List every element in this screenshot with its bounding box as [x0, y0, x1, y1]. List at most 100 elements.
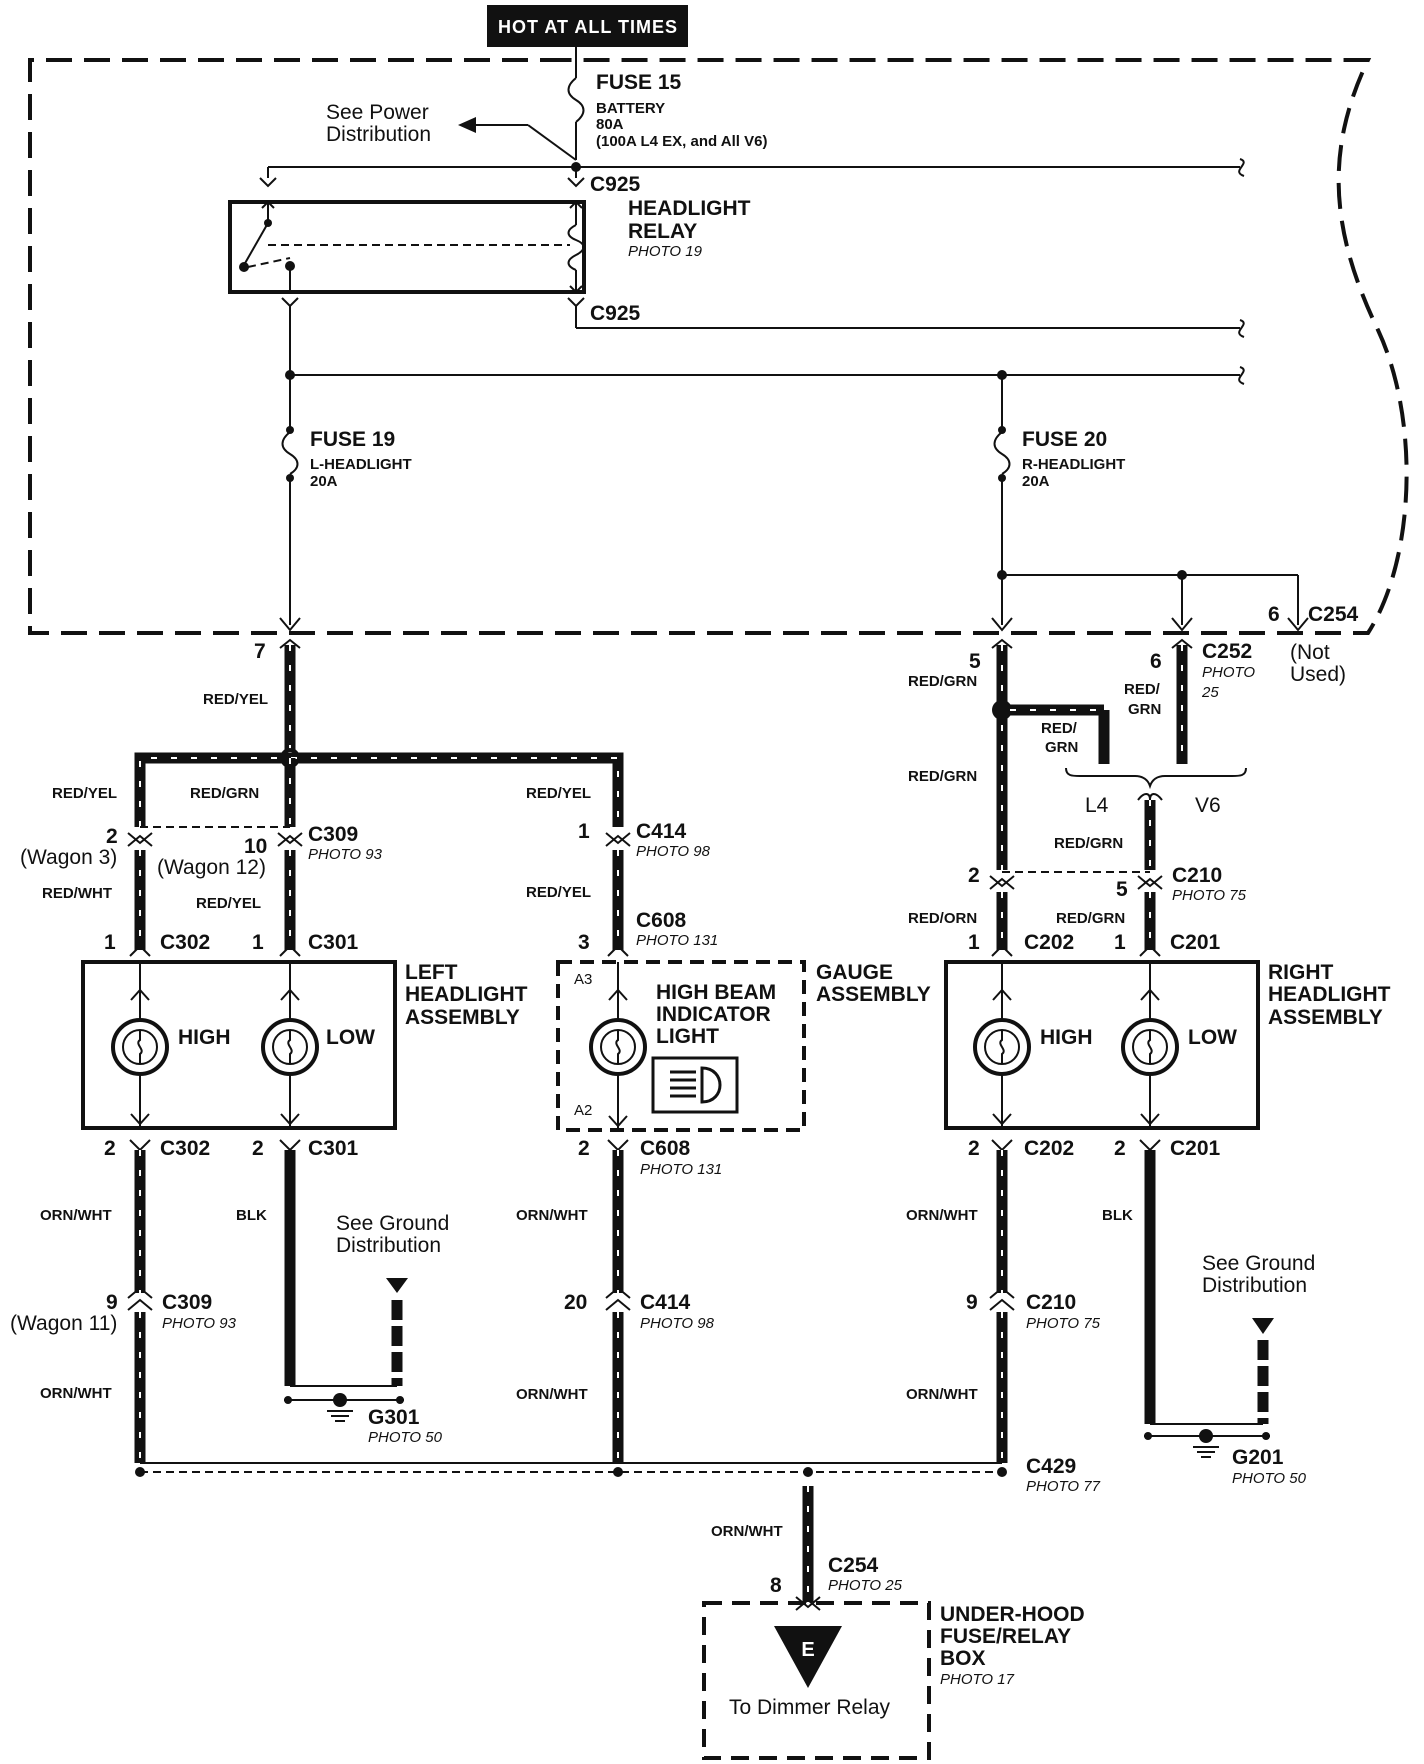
box-name-2: FUSE/RELAY — [940, 1625, 1071, 1648]
wire-orn-wht-l1: ORN/WHT — [40, 1207, 112, 1224]
right-assembly-name-2: HEADLIGHT — [1268, 983, 1391, 1006]
c254-bottom-pin: 8 — [770, 1574, 782, 1597]
wire-red-v6: RED/ — [1124, 681, 1161, 698]
wire-red-orn: RED/ORN — [908, 910, 977, 927]
c252-photo-2: 25 — [1201, 684, 1219, 701]
fuse15-line3: (100A L4 EX, and All V6) — [596, 133, 767, 150]
g301-label: G301 — [368, 1406, 420, 1429]
indicator-name-2: INDICATOR — [656, 1003, 771, 1026]
c302-top-label: C302 — [160, 931, 210, 954]
c414b-pin: 20 — [564, 1291, 587, 1314]
wire-grn-l4: GRN — [1045, 739, 1078, 756]
c254-bottom-photo: PHOTO 25 — [828, 1577, 903, 1594]
left-low-label: LOW — [326, 1026, 375, 1049]
wire-orn-wht-r2: ORN/WHT — [906, 1386, 978, 1403]
fuse15-line2: 80A — [596, 116, 624, 133]
ground-ref-left-2: Distribution — [336, 1234, 441, 1257]
c254-not-used-1: (Not — [1290, 641, 1330, 664]
relay-name-2: RELAY — [628, 220, 697, 243]
c201-bot-pin: 2 — [1114, 1137, 1126, 1160]
right-assembly-name-3: ASSEMBLY — [1268, 1006, 1383, 1029]
pin-5: 5 — [969, 650, 981, 673]
fuse19-name: FUSE 19 — [310, 428, 395, 451]
wire-orn-wht-r1: ORN/WHT — [906, 1207, 978, 1224]
c202-top-label: C202 — [1024, 931, 1074, 954]
c301-top-pin: 1 — [252, 931, 264, 954]
headlight-relay-box — [228, 200, 586, 294]
hot-at-all-times-label: HOT AT ALL TIMES — [498, 17, 678, 37]
wire-orn-wht-m1: ORN/WHT — [516, 1207, 588, 1224]
wire-orn-wht-m2: ORN/WHT — [516, 1386, 588, 1403]
relay-name-1: HEADLIGHT — [628, 197, 751, 220]
left-high-label: HIGH — [178, 1026, 231, 1049]
fuse20-line1: R-HEADLIGHT — [1022, 456, 1125, 473]
c254-top-pin: 6 — [1268, 603, 1280, 626]
c309b-photo: PHOTO 93 — [162, 1315, 237, 1332]
variant-v6: V6 — [1195, 794, 1221, 817]
fuse15-name: FUSE 15 — [596, 71, 682, 94]
c309b-wagon: (Wagon 11) — [10, 1312, 117, 1335]
wire-red-grn-r4: RED/GRN — [1056, 910, 1125, 927]
c202-top-pin: 1 — [968, 931, 980, 954]
ground-ref-right-1: See Ground — [1202, 1252, 1315, 1275]
ground-g201-icon — [1193, 1429, 1219, 1458]
gauge-assembly-box — [556, 960, 806, 1132]
c608b-pin: 2 — [578, 1137, 590, 1160]
ground-ref-right-2: Distribution — [1202, 1274, 1307, 1297]
right-assembly-name-1: RIGHT — [1268, 961, 1334, 984]
break-symbol-1 — [1238, 158, 1245, 177]
g201-photo: PHOTO 50 — [1232, 1470, 1307, 1487]
c608b-label: C608 — [640, 1137, 691, 1160]
c302-top-pin: 1 — [104, 931, 116, 954]
c414-photo: PHOTO 98 — [636, 843, 711, 860]
wire-red-grn-left: RED/GRN — [190, 785, 259, 802]
c254-bottom-label: C254 — [828, 1554, 879, 1577]
c210-pin-b: 5 — [1116, 878, 1128, 901]
c202-bot-pin: 2 — [968, 1137, 980, 1160]
c608b-photo: PHOTO 131 — [640, 1161, 722, 1178]
c210b-pin: 9 — [966, 1291, 978, 1314]
c210-label: C210 — [1172, 864, 1222, 887]
right-headlight-assembly-box — [944, 960, 1260, 1130]
c608-photo: PHOTO 131 — [636, 932, 718, 949]
dimmer-relay-label: To Dimmer Relay — [729, 1696, 891, 1719]
hot-at-all-times-banner — [487, 5, 688, 47]
c252-pin: 6 — [1150, 650, 1162, 673]
right-high-label: HIGH — [1040, 1026, 1093, 1049]
variant-l4: L4 — [1085, 794, 1109, 817]
c201-bot-label: C201 — [1170, 1137, 1221, 1160]
box-name-1: UNDER-HOOD — [940, 1603, 1085, 1626]
c302-bot-pin: 2 — [104, 1137, 116, 1160]
c925-top-label: C925 — [590, 173, 641, 196]
left-assembly-name-1: LEFT — [405, 961, 458, 984]
high-beam-symbol-icon — [651, 1056, 739, 1114]
fuse19-symbol — [281, 431, 299, 475]
ground-g301-icon — [327, 1393, 353, 1422]
variant-brace — [1065, 767, 1247, 790]
c414-label: C414 — [636, 820, 687, 843]
pin-a3: A3 — [574, 971, 592, 988]
c309-label: C309 — [308, 823, 358, 846]
c309-pin-a: 2 — [106, 825, 118, 848]
right-low-bulb-icon — [1121, 962, 1179, 1128]
fuse20-name: FUSE 20 — [1022, 428, 1107, 451]
fuse15-symbol — [567, 77, 585, 123]
c210b-label: C210 — [1026, 1291, 1076, 1314]
wire-blk-left: BLK — [236, 1207, 267, 1224]
wire-red-l4: RED/ — [1041, 720, 1078, 737]
c309-connector-top — [127, 832, 303, 847]
right-high-bulb-icon — [973, 962, 1031, 1128]
c301-bot-label: C301 — [308, 1137, 359, 1160]
c309-photo: PHOTO 93 — [308, 846, 383, 863]
c309b-label: C309 — [162, 1291, 212, 1314]
fuse19-line2: 20A — [310, 473, 338, 490]
c252-photo-1: PHOTO — [1202, 664, 1255, 681]
terminal-e-label: E — [801, 1639, 814, 1661]
wire-orn-wht-dimmer: ORN/WHT — [711, 1523, 783, 1540]
ground-ref-left-1: See Ground — [336, 1212, 449, 1235]
c254-connector-bottom — [795, 1596, 821, 1611]
wire-red-grn-r1: RED/GRN — [908, 673, 977, 690]
fuse19-line1: L-HEADLIGHT — [310, 456, 412, 473]
left-low-bulb-icon — [261, 962, 319, 1128]
c414-connector-top — [605, 832, 631, 847]
